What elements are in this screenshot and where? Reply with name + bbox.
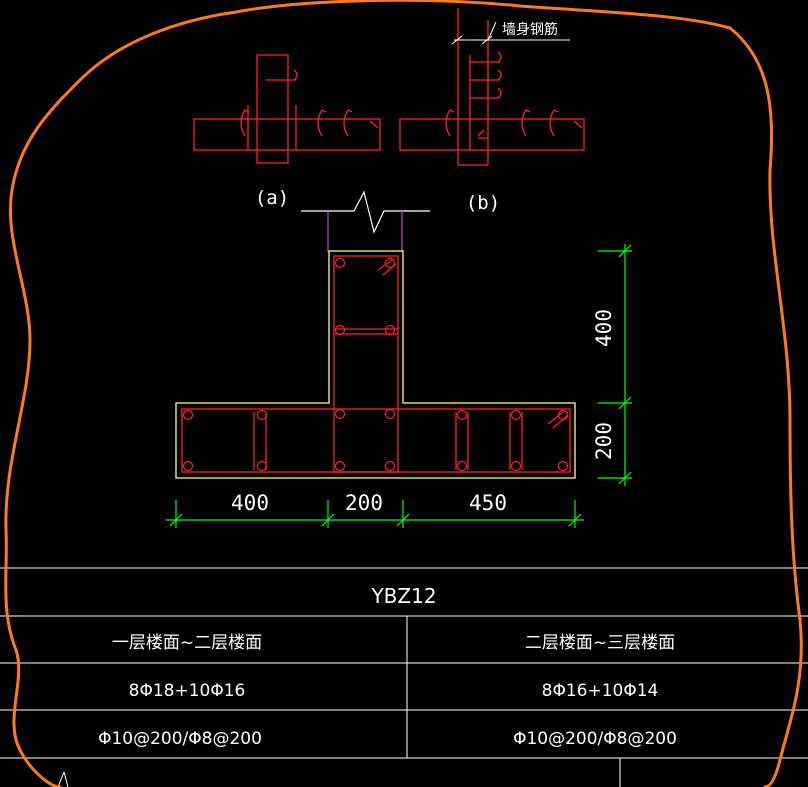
dim-vertical-bottom: 200 xyxy=(592,422,616,460)
stirrup-hook xyxy=(552,415,568,429)
rebar-dot xyxy=(510,460,522,472)
rebar-dot xyxy=(256,460,268,472)
freehand-markup xyxy=(4,0,803,787)
detail-b-hook xyxy=(470,51,502,63)
rebar-dot xyxy=(256,409,268,421)
detail-a-corner-hook xyxy=(369,120,379,129)
section-outline xyxy=(175,250,576,479)
detail-a-c-hook xyxy=(317,109,327,137)
table-stirrups-col2: Φ10@200/Φ8@200 xyxy=(513,729,677,749)
stirrup-hook xyxy=(377,259,393,271)
dim-horizontal-right: 450 xyxy=(469,491,507,515)
rebar-dot xyxy=(182,409,194,421)
detail-b-flange xyxy=(399,118,585,151)
rebar-dot xyxy=(557,460,569,472)
detail-b-hook xyxy=(477,129,488,139)
detail-b xyxy=(399,8,585,166)
longitudinal-bars xyxy=(182,257,569,472)
rebar-dot xyxy=(334,257,346,269)
detail-b-c-hook xyxy=(521,109,531,137)
detail-a xyxy=(193,54,381,164)
table-floors-col2: 二层楼面~三层楼面 xyxy=(525,633,675,653)
schedule-table xyxy=(0,567,808,787)
detail-a-label: (a) xyxy=(255,187,289,209)
vertical-dimension xyxy=(598,244,632,486)
detail-b-c-hook xyxy=(549,109,559,137)
stirrup-hook xyxy=(547,411,564,425)
rebar-dot xyxy=(334,324,346,336)
dim-horizontal-mid: 200 xyxy=(345,491,383,515)
rebar-dot xyxy=(384,408,396,420)
detail-b-corner-hook xyxy=(573,120,583,129)
dim-vertical-top: 400 xyxy=(592,309,616,347)
rebar-dot xyxy=(384,460,396,472)
wall-rebar-leader xyxy=(451,21,570,45)
table-title: YBZ12 xyxy=(370,584,436,608)
detail-a-c-hook xyxy=(240,109,250,137)
detail-a-c-hook xyxy=(343,109,353,137)
wall-rebar-label: 墙身钢筋 xyxy=(502,21,558,38)
detail-b-hook xyxy=(470,87,502,99)
detail-a-flange xyxy=(193,118,381,151)
flange-stirrup xyxy=(181,408,571,473)
table-longitudinal-col2: 8Φ16+10Φ14 xyxy=(542,681,659,701)
rebar-dot xyxy=(182,460,194,472)
rebar-dot xyxy=(557,409,569,421)
rebar-dot xyxy=(334,460,346,472)
rebar-dot xyxy=(510,409,522,421)
horizontal-dimension xyxy=(166,500,584,528)
break-line xyxy=(301,190,430,252)
rebar-dot xyxy=(384,257,396,269)
table-floors-col1: 一层楼面~二层楼面 xyxy=(112,633,262,653)
table-longitudinal-col1: 8Φ18+10Φ16 xyxy=(129,681,246,701)
detail-a-web xyxy=(256,54,289,164)
detail-a-top-hook xyxy=(266,69,298,81)
web-stirrup xyxy=(333,255,399,473)
rebar-dot xyxy=(456,460,468,472)
dim-horizontal-left: 400 xyxy=(231,491,269,515)
stirrups xyxy=(181,255,571,473)
detail-b-hook xyxy=(470,69,502,81)
rebar-dot xyxy=(334,408,346,420)
rebar-dot xyxy=(384,324,396,336)
table-stirrups-col1: Φ10@200/Φ8@200 xyxy=(98,729,262,749)
detail-b-c-hook xyxy=(445,109,455,137)
rebar-dot xyxy=(456,409,468,421)
detail-b-label: (b) xyxy=(466,192,500,214)
